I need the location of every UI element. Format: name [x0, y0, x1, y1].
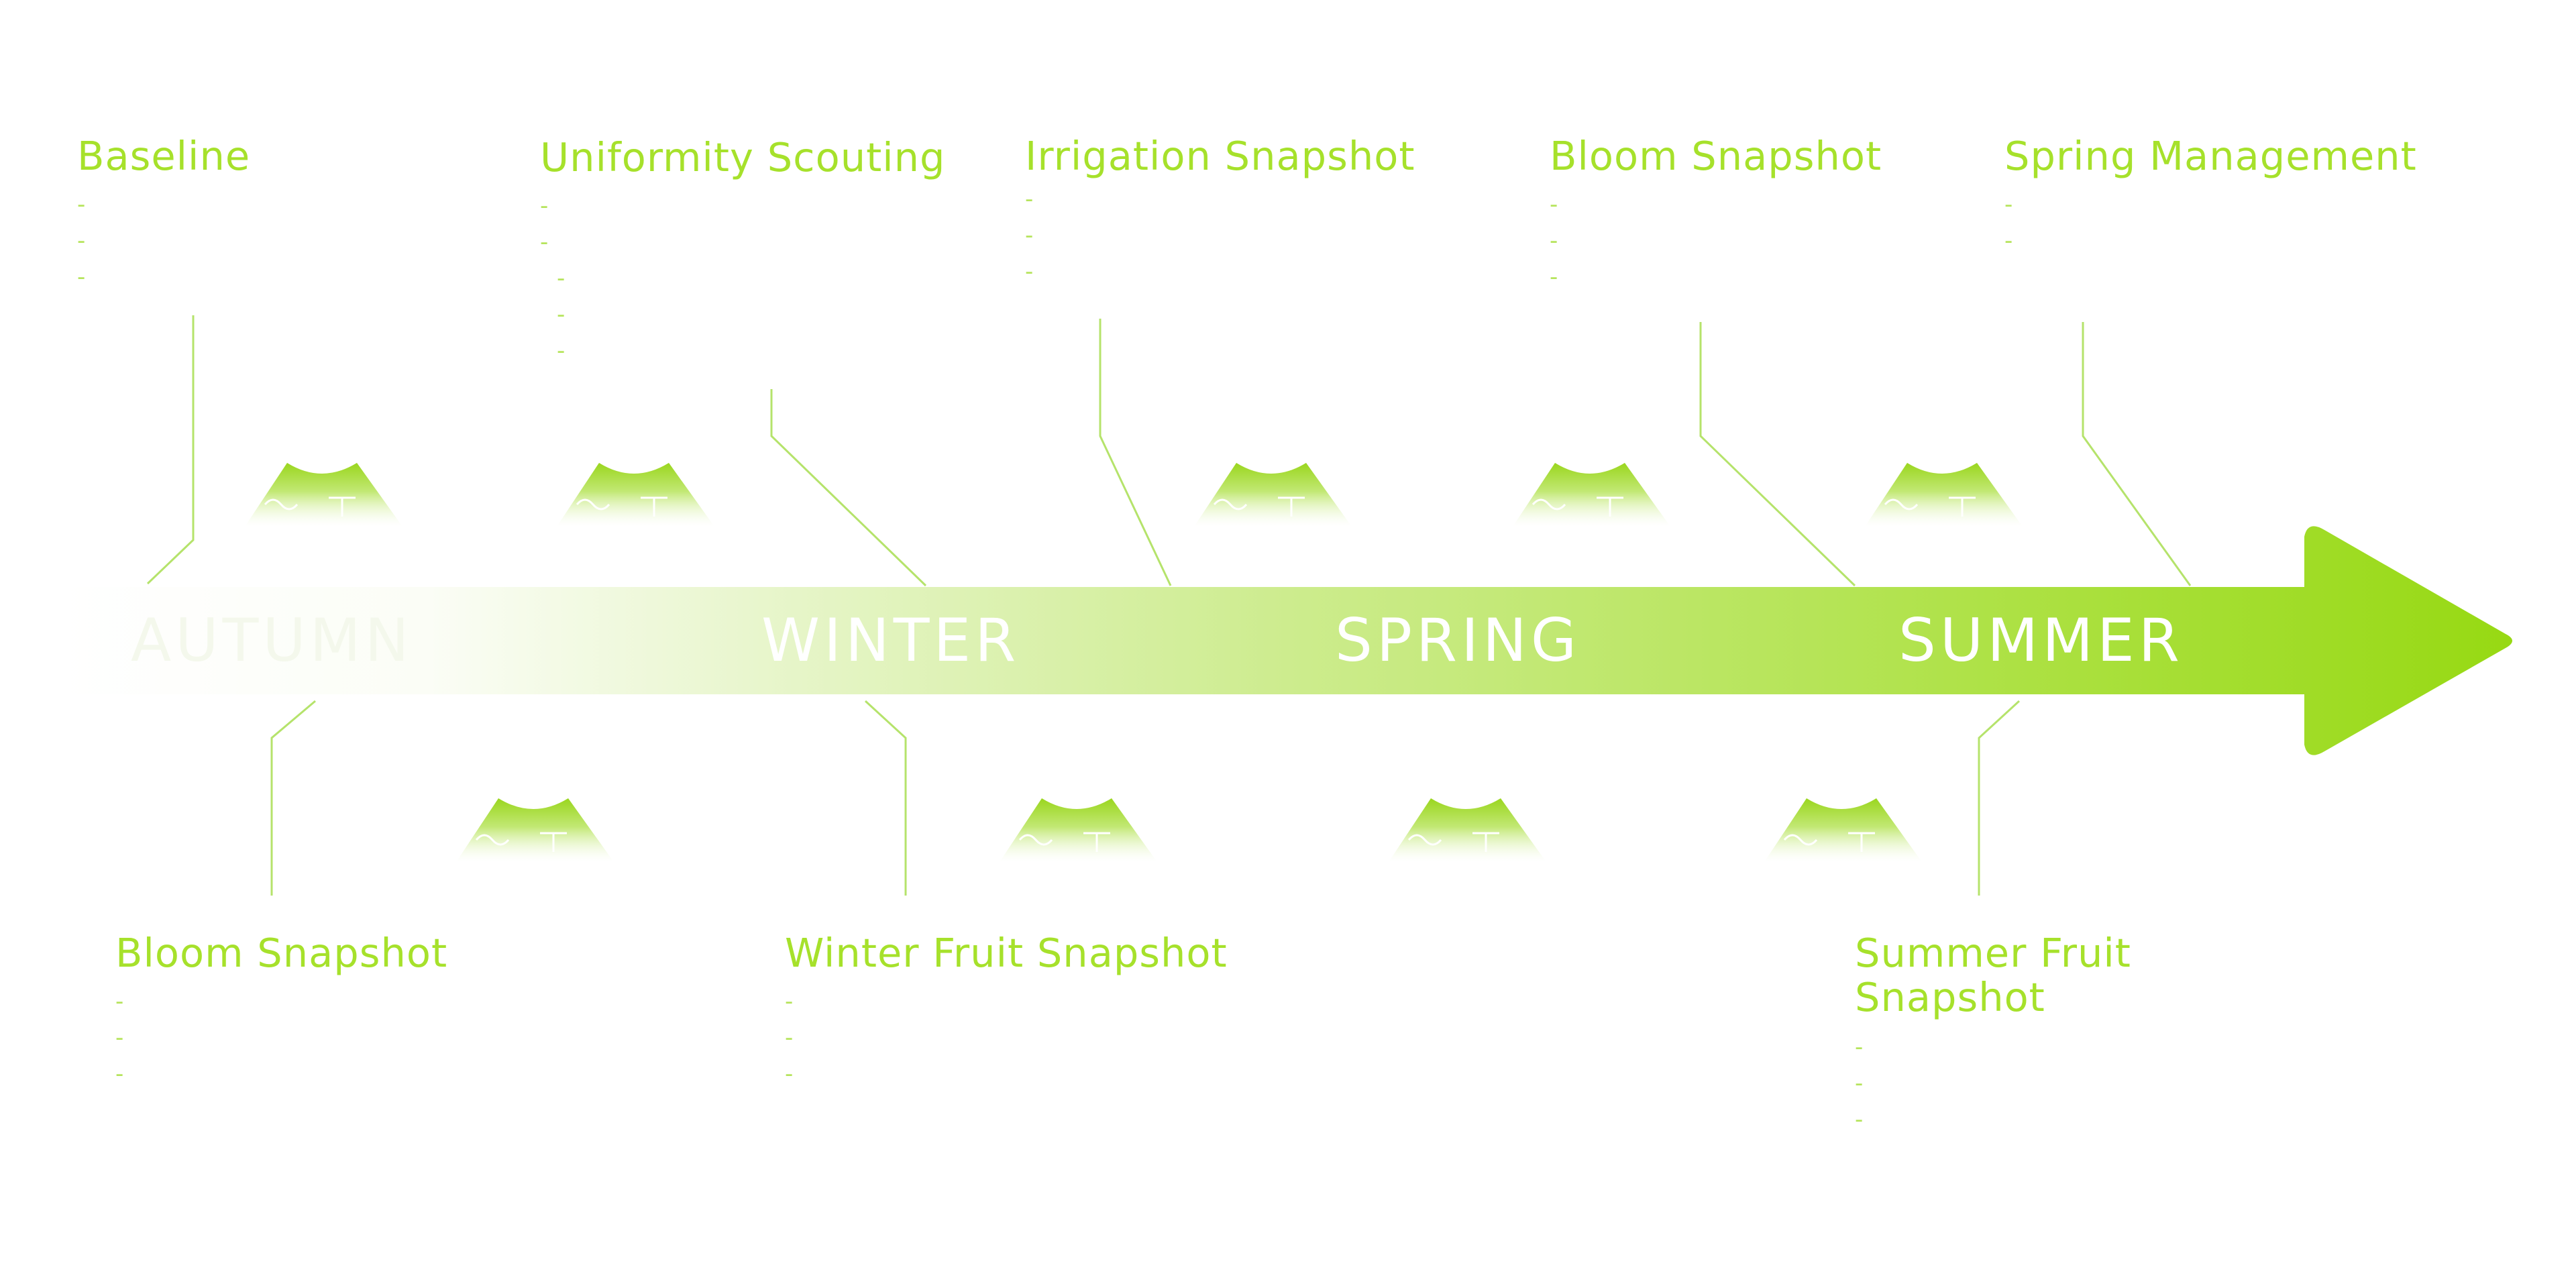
item-bloom-bottom-title: Bloom Snapshot: [115, 930, 448, 976]
field-mound-icon: [1865, 463, 2023, 527]
connector-spring-mgmt: [2082, 322, 2192, 586]
field-mound-icon: [1000, 798, 1157, 862]
connector-winter-fruit: [864, 700, 907, 896]
connector-bloom-bottom: [270, 700, 316, 896]
season-spring: SPRING: [1335, 606, 1581, 675]
connector-bloom-top: [1699, 322, 1856, 587]
item-bloom-top-bullets: - - -: [1550, 191, 1558, 290]
item-irrigation-bullets: - - -: [1025, 186, 1034, 285]
connector-irrigation: [1099, 319, 1172, 586]
season-autumn: AUTUMN: [131, 606, 413, 675]
field-mound-icon: [1194, 463, 1352, 527]
item-uniformity-bullets: - - - - -: [540, 193, 566, 364]
item-bloom-bottom-bullets: - - -: [115, 988, 124, 1087]
item-winter-fruit-bullets: - - -: [785, 988, 794, 1087]
season-summer: SUMMER: [1898, 606, 2184, 675]
timeline-arrow: [60, 526, 2512, 755]
connector-uniformity: [770, 389, 927, 587]
item-winter-fruit-title: Winter Fruit Snapshot: [785, 930, 1228, 976]
item-summer-fruit-bullets: - - -: [1855, 1034, 1864, 1133]
field-mound-icon: [456, 798, 614, 862]
field-mound-icon: [1513, 463, 1670, 527]
connector-baseline: [146, 315, 195, 585]
item-summer-fruit-title: Summer Fruit Snapshot: [1855, 930, 2131, 1020]
item-baseline-bullets: - - -: [77, 191, 86, 290]
connector-summer-fruit: [1978, 700, 2021, 896]
item-baseline-title: Baseline: [77, 133, 251, 179]
field-mound-icon: [1764, 798, 1922, 862]
field-mound-icon: [1389, 798, 1546, 862]
season-winter: WINTER: [761, 606, 1020, 675]
item-bloom-top-title: Bloom Snapshot: [1550, 133, 1882, 179]
field-mound-icon: [245, 463, 402, 527]
field-mound-icon: [557, 463, 714, 527]
item-irrigation-title: Irrigation Snapshot: [1025, 133, 1415, 179]
item-spring-mgmt-title: Spring Management: [2004, 133, 2417, 179]
item-uniformity-title: Uniformity Scouting: [540, 134, 946, 180]
item-spring-mgmt-bullets: - -: [2004, 191, 2013, 254]
